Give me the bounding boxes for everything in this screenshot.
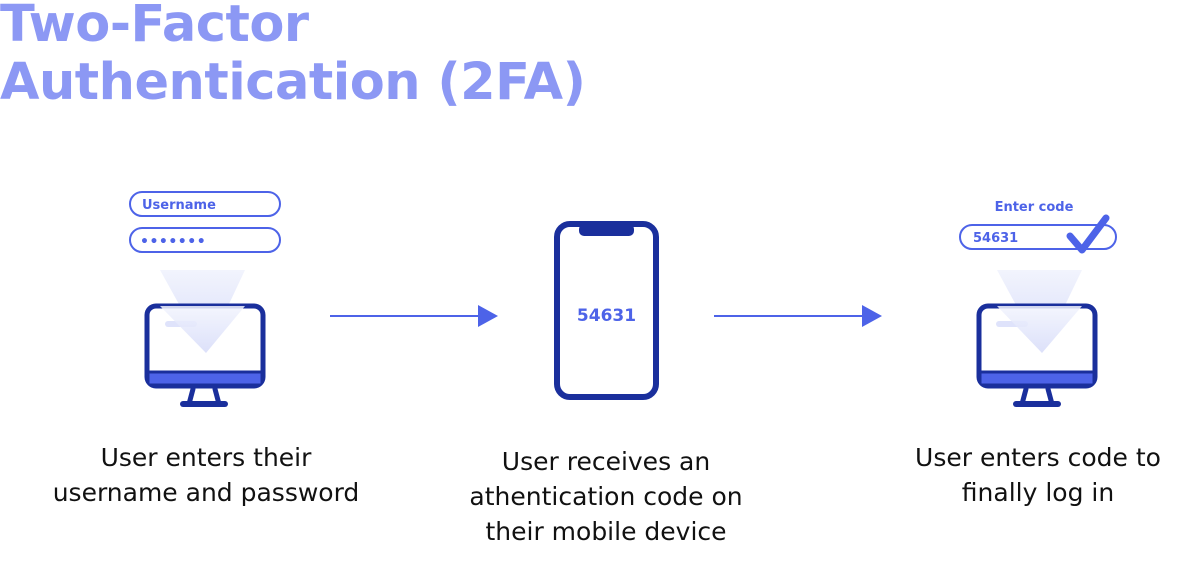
smartphone-icon: 54631	[554, 221, 659, 400]
step-2-caption-line-3: their mobile device	[485, 517, 727, 546]
title-line-1: Two-Factor	[0, 0, 309, 54]
arrow-right-icon	[714, 305, 882, 327]
phone-code: 54631	[577, 306, 636, 326]
monitor-icon	[976, 303, 1098, 407]
step-3-group: Enter code 54631	[959, 200, 1117, 407]
enter-code-label: Enter code	[995, 200, 1074, 215]
title-line-2: Authentication (2FA)	[0, 53, 586, 112]
username-label: Username	[142, 198, 216, 213]
step-1-caption-line-1: User enters their	[100, 443, 312, 472]
step-1-caption-line-2: username and password	[52, 478, 360, 507]
step-3-caption: User enters code to finally log in	[915, 440, 1161, 510]
step-2-caption: User receives an athentication code on t…	[469, 444, 742, 549]
page-title: Two-Factor Authentication (2FA)	[0, 0, 586, 112]
step-2-caption-line-1: User receives an	[501, 447, 711, 476]
arrow-right-icon	[330, 305, 498, 327]
checkmark-icon	[1066, 214, 1110, 254]
step-2-caption-line-2: athentication code on	[469, 482, 743, 511]
code-value: 54631	[973, 231, 1018, 246]
step-1-caption: User enters their username and password	[53, 440, 360, 510]
monitor-icon	[144, 303, 266, 407]
step-3-caption-line-1: User enters code to	[915, 443, 1161, 472]
step-3-caption-line-2: finally log in	[961, 478, 1115, 507]
password-field: •••••••	[129, 227, 281, 253]
password-dots: •••••••	[140, 234, 206, 250]
username-field: Username	[129, 191, 281, 217]
step-1-group: Username •••••••	[129, 191, 281, 407]
